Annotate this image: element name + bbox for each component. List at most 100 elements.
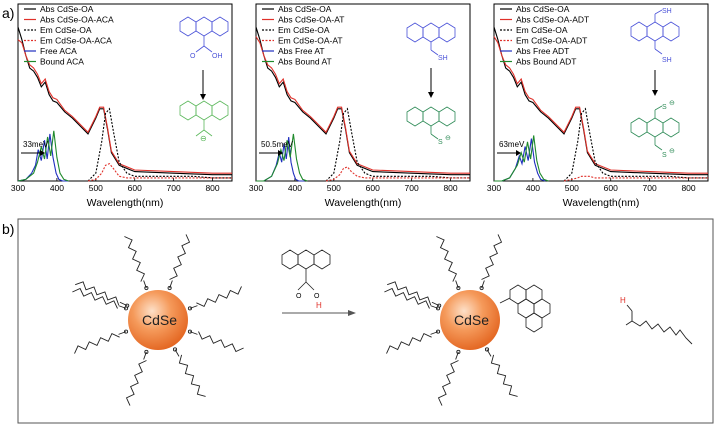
legend-entry: Abs Free AT bbox=[278, 46, 325, 56]
ligand-oxygen bbox=[167, 286, 172, 291]
aca-oh-label: OH bbox=[212, 53, 223, 60]
aca-oxygen-label: O bbox=[190, 53, 196, 60]
oleate-ligands-right bbox=[384, 234, 518, 406]
annotation-arrow-head bbox=[40, 150, 45, 156]
legend-entry: Abs CdSe-OA-ADT bbox=[516, 15, 589, 25]
molecule-aca: O OH ⊖ bbox=[179, 16, 229, 143]
ligand-chain bbox=[74, 333, 120, 354]
adt-s-top-label: S bbox=[662, 104, 667, 111]
chart-frame bbox=[493, 3, 709, 182]
x-tick-label: 800 bbox=[681, 183, 695, 193]
ligand-oxygen bbox=[144, 349, 149, 354]
ligand-chain bbox=[387, 281, 432, 306]
series-line bbox=[494, 135, 549, 182]
ligand-chain bbox=[437, 360, 459, 406]
panel-label-a: a) bbox=[2, 5, 14, 21]
series-line bbox=[256, 133, 308, 182]
ligand-chain bbox=[178, 354, 206, 397]
x-axis-label: Wavelength(nm) bbox=[325, 197, 402, 209]
ligand-chain bbox=[436, 236, 457, 282]
ligand-chain bbox=[125, 360, 147, 406]
ligand-chain bbox=[386, 333, 432, 354]
legend-entry: Bound ACA bbox=[40, 57, 84, 67]
legend-entry: Em CdSe-OA bbox=[516, 25, 568, 35]
ligand-oxygen bbox=[456, 286, 461, 291]
ligand-oxygen bbox=[124, 329, 129, 334]
x-tick-label: 500 bbox=[327, 183, 341, 193]
x-tick-label: 400 bbox=[288, 183, 302, 193]
oleate-ligands-left bbox=[72, 234, 244, 406]
aca-reagent bbox=[281, 249, 331, 291]
reagent-oxygen-2: O bbox=[314, 293, 320, 300]
adt-sh-top-label: SH bbox=[662, 8, 672, 15]
arrow-head-1 bbox=[200, 94, 206, 100]
ligand-oxygen bbox=[456, 349, 461, 354]
annotation-arrow-head bbox=[278, 150, 283, 156]
arrow-head-3 bbox=[652, 90, 658, 96]
series-line bbox=[325, 166, 470, 182]
legend-entry: Em CdSe-OA-ADT bbox=[516, 36, 587, 46]
legend-entry: Abs Free ADT bbox=[516, 46, 569, 56]
energy-annotation: 33meV bbox=[23, 140, 49, 149]
energy-annotation: 50.5meV bbox=[261, 140, 294, 149]
x-tick-label: 400 bbox=[526, 183, 540, 193]
series-line bbox=[17, 130, 69, 182]
legend-entry: Abs CdSe-OA-AT bbox=[278, 15, 344, 25]
ligand-oxygen bbox=[124, 306, 129, 311]
ligand-chain bbox=[169, 234, 191, 280]
adt-s-bottom-label: S bbox=[662, 152, 667, 159]
at-sh-label: SH bbox=[438, 55, 448, 62]
free-oleic-acid bbox=[625, 304, 693, 345]
legend-entry: Em CdSe-OA-AT bbox=[278, 36, 343, 46]
adt-minus-bottom-label: ⊖ bbox=[669, 148, 675, 155]
reagent-oxygen: O bbox=[296, 293, 302, 300]
molecule-adt: SH SH S ⊖ S ⊖ bbox=[630, 8, 680, 159]
series-line bbox=[87, 163, 232, 182]
ligand-chain bbox=[72, 287, 118, 309]
bound-anthracene bbox=[499, 284, 551, 333]
x-tick-label: 700 bbox=[643, 183, 657, 193]
legend-entry: Abs CdSe-OA-ACA bbox=[40, 15, 114, 25]
legend-entry: Em CdSe-OA bbox=[40, 25, 92, 35]
panel-label-b: b) bbox=[2, 221, 14, 237]
x-axis-label: Wavelength(nm) bbox=[563, 197, 640, 209]
x-tick-label: 800 bbox=[205, 183, 219, 193]
series-line bbox=[17, 39, 232, 174]
x-tick-label: 300 bbox=[11, 183, 25, 193]
ligand-oxygen bbox=[144, 286, 149, 291]
ligand-chain bbox=[75, 281, 120, 306]
at-minus-label: ⊖ bbox=[445, 135, 451, 142]
arrow-head-2 bbox=[428, 92, 434, 98]
legend-entry: Abs Bound ADT bbox=[516, 57, 576, 67]
nanoparticle-right-label: CdSe bbox=[454, 312, 489, 328]
ligand-oxygen bbox=[436, 329, 441, 334]
ligand-oxygen bbox=[187, 306, 192, 311]
ligand-oxygen bbox=[484, 347, 490, 352]
ligand-oxygen bbox=[436, 306, 441, 311]
legend-entry: Free ACA bbox=[40, 46, 77, 56]
series-line bbox=[17, 26, 232, 176]
nanoparticle-left bbox=[128, 290, 188, 350]
x-tick-label: 300 bbox=[249, 183, 263, 193]
ligand-oxygen bbox=[172, 347, 178, 352]
x-tick-label: 400 bbox=[50, 183, 64, 193]
legend-entry: Abs CdSe-OA bbox=[516, 4, 570, 14]
x-tick-label: 500 bbox=[89, 183, 103, 193]
legend-entry: Abs Bound AT bbox=[278, 57, 332, 67]
ligand-chain bbox=[196, 286, 242, 307]
nanoparticle-left-label: CdSe bbox=[142, 312, 177, 328]
series-line bbox=[493, 36, 708, 174]
series-line bbox=[493, 26, 708, 176]
legend-entry: Em CdSe-OA-ACA bbox=[40, 36, 112, 46]
at-s-label: S bbox=[438, 139, 443, 146]
energy-annotation: 63meV bbox=[499, 140, 525, 149]
aca-minus-label: ⊖ bbox=[200, 134, 207, 143]
x-tick-label: 700 bbox=[405, 183, 419, 193]
x-tick-label: 600 bbox=[128, 183, 142, 193]
series-line bbox=[563, 175, 708, 182]
ligand-chain bbox=[384, 287, 430, 309]
